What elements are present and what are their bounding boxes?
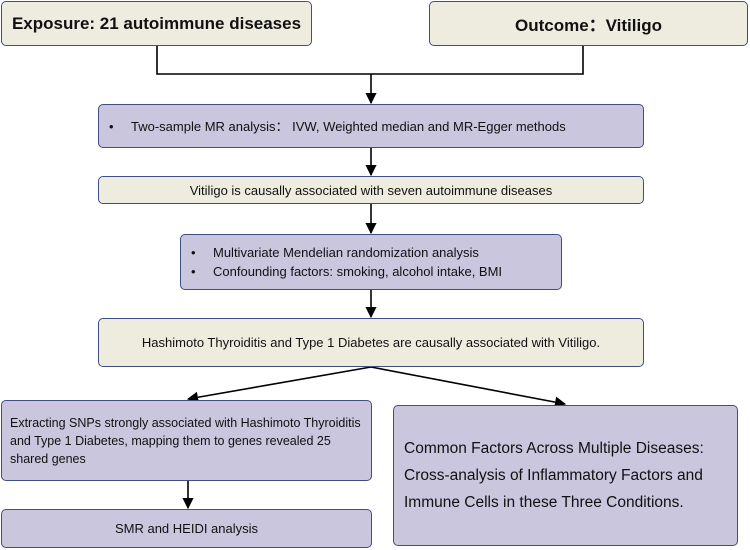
common-factors-box: Common Factors Across Multiple Diseases:… (393, 405, 738, 546)
multivariate-box: • Multivariate Mendelian randomization a… (180, 234, 562, 290)
arrow-to-snps (186, 366, 372, 403)
multivariate-item-label: Confounding factors: smoking, alcohol in… (213, 264, 503, 279)
bullet-icon: • (109, 118, 114, 134)
arrow-to-common-factors (370, 366, 567, 408)
bullet-icon: • (191, 245, 196, 260)
merge-connector (156, 46, 584, 75)
mr-analysis-box: • Two-sample MR analysis： IVW, Weighted … (98, 104, 644, 148)
multivariate-item-label: Multivariate Mendelian randomization ana… (213, 245, 479, 260)
outcome-box: Outcome：Vitiligo (429, 1, 748, 46)
multivariate-item: • Confounding factors: smoking, alcohol … (191, 262, 561, 281)
smr-label: SMR and HEIDI analysis (114, 521, 259, 536)
bullet-icon: • (191, 264, 196, 279)
mr-analysis-item: • Two-sample MR analysis： IVW, Weighted … (109, 117, 643, 136)
mr-analysis-label: Two-sample MR analysis： IVW, Weighted me… (131, 118, 566, 134)
snps-label: Extracting SNPs strongly associated with… (10, 415, 361, 466)
snps-box: Extracting SNPs strongly associated with… (1, 400, 372, 481)
exposure-label: Exposure: 21 autoimmune diseases (11, 13, 302, 33)
exposure-box: Exposure: 21 autoimmune diseases (1, 1, 312, 46)
smr-box: SMR and HEIDI analysis (1, 509, 372, 548)
multivariate-item: • Multivariate Mendelian randomization a… (191, 243, 561, 262)
vitiligo-associated-box: Vitiligo is causally associated with sev… (98, 176, 644, 204)
hashimoto-label: Hashimoto Thyroiditis and Type 1 Diabete… (141, 335, 601, 350)
outcome-label: Outcome：Vitiligo (514, 16, 663, 35)
vitiligo-associated-label: Vitiligo is causally associated with sev… (189, 182, 553, 198)
common-factors-label: Common Factors Across Multiple Diseases:… (404, 440, 704, 511)
hashimoto-box: Hashimoto Thyroiditis and Type 1 Diabete… (98, 318, 644, 367)
